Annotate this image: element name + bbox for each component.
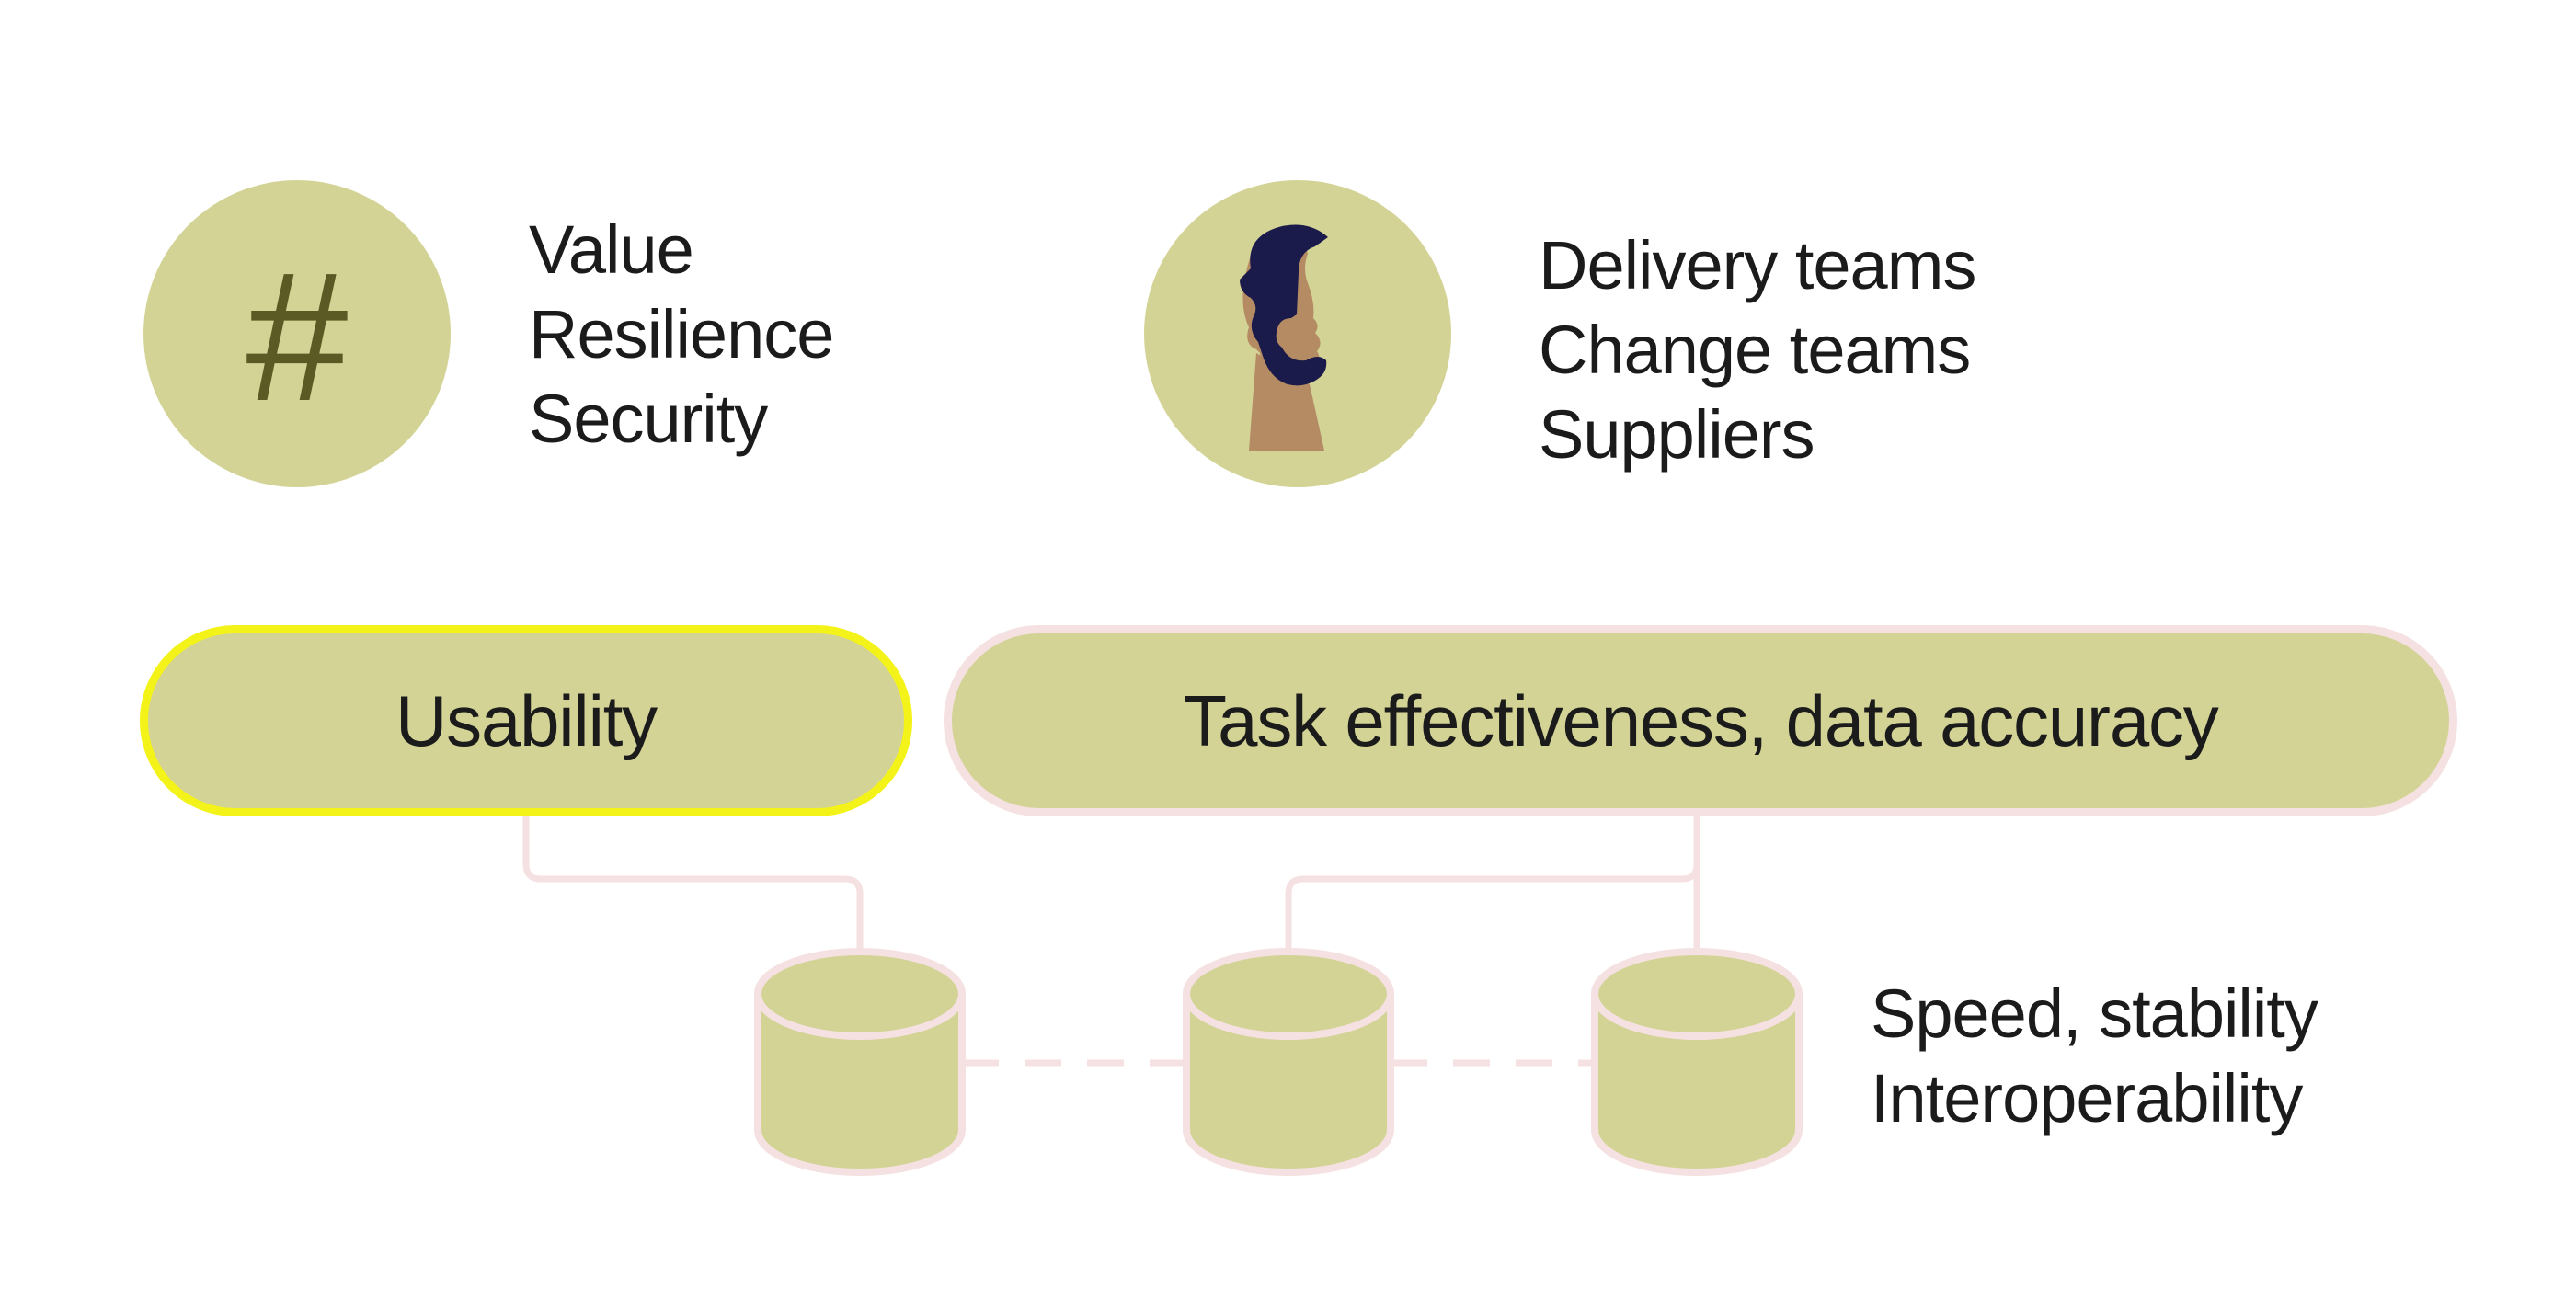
- task-effectiveness-pill: Task effectiveness, data accuracy: [944, 625, 2457, 816]
- usability-label: Usability: [395, 679, 658, 761]
- database-icon: [1183, 948, 1394, 1176]
- team-change: Change teams: [1539, 312, 1971, 388]
- teams-list: Delivery teams Change teams Suppliers: [1539, 223, 1976, 477]
- quality-speed-stability: Speed, stability: [1871, 975, 2318, 1052]
- connector-task-db2: [1285, 816, 1700, 956]
- hash-icon-circle: #: [143, 180, 451, 487]
- qualities-list: Speed, stability Interoperability: [1871, 972, 2318, 1141]
- task-effectiveness-label: Task effectiveness, data accuracy: [1183, 679, 2218, 761]
- person-icon-circle: [1144, 180, 1451, 487]
- goal-value: Value: [529, 211, 694, 288]
- database-icon: [1591, 948, 1803, 1176]
- quality-interoperability: Interoperability: [1871, 1060, 2303, 1136]
- team-delivery: Delivery teams: [1539, 227, 1976, 303]
- connector-usability-db1: [522, 816, 864, 956]
- goal-resilience: Resilience: [529, 296, 834, 372]
- person-icon: [1240, 224, 1328, 451]
- team-suppliers: Suppliers: [1539, 396, 1815, 473]
- database-icon: [754, 948, 966, 1176]
- goals-list: Value Resilience Security: [529, 208, 834, 462]
- usability-pill: Usability: [140, 625, 912, 816]
- goal-security: Security: [529, 381, 768, 457]
- hash-icon: #: [246, 234, 349, 439]
